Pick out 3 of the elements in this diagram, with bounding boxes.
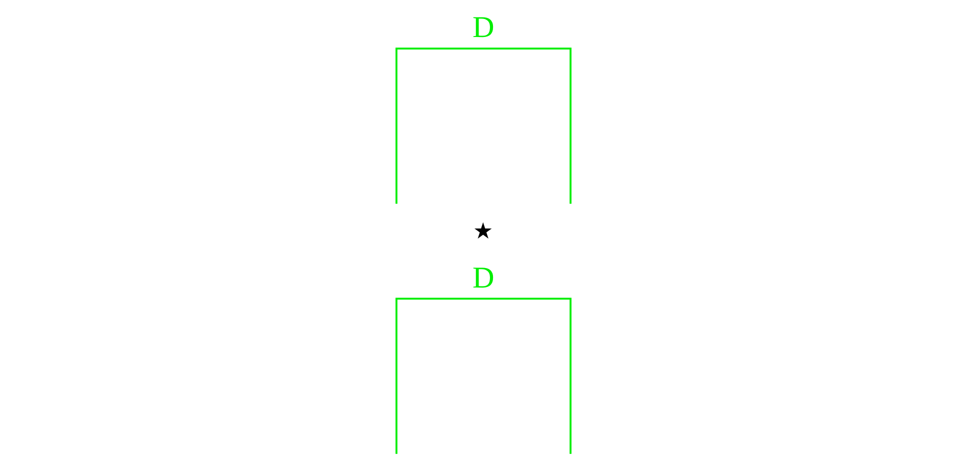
node-text: D <box>472 10 494 44</box>
label: ★ <box>472 218 494 244</box>
node-text: D <box>472 260 494 294</box>
